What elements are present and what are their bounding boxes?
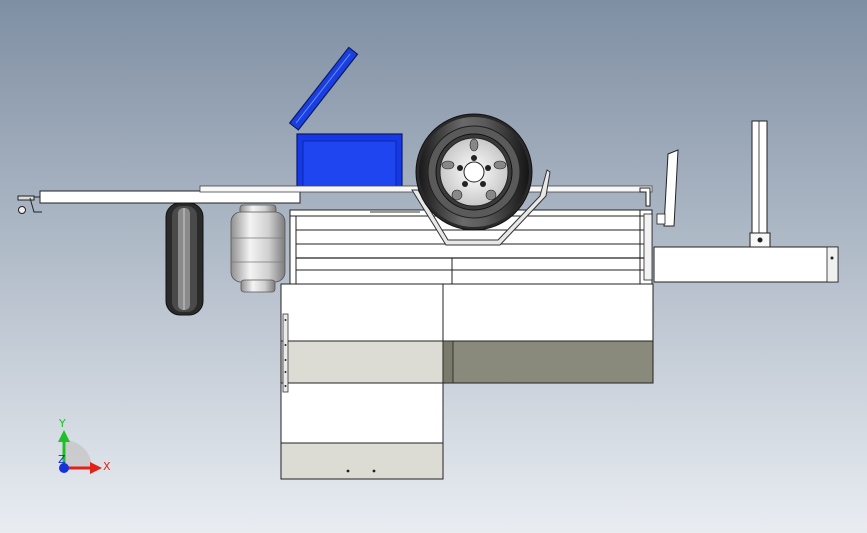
orientation-triad[interactable]: Y Z X — [58, 417, 111, 474]
z-axis-dot-icon — [59, 463, 69, 473]
x-axis-arrow-icon — [90, 462, 102, 474]
drawbar[interactable] — [17, 190, 301, 214]
toolbox-lid[interactable] — [288, 46, 359, 131]
rear-light-bar[interactable] — [656, 149, 679, 227]
panel-upper-right — [442, 283, 654, 342]
triad-xz-arc — [64, 440, 92, 468]
rear-jack-stand[interactable] — [653, 120, 839, 283]
panel-mid-right — [442, 340, 654, 384]
triad-x-label: X — [103, 460, 111, 473]
coupling-ball-icon — [18, 206, 26, 214]
triad-z-label: Z — [58, 453, 66, 466]
panel-upper-left — [280, 283, 444, 342]
panel-mid-left — [280, 340, 444, 384]
coupling-icon — [17, 195, 35, 201]
wheel-lug-nuts-icon — [457, 155, 491, 187]
gas-bottle[interactable] — [230, 204, 286, 293]
y-axis-arrow-icon — [58, 430, 70, 442]
lower-body[interactable] — [280, 283, 654, 480]
triad-y-label: Y — [58, 417, 66, 430]
drawbar-beam — [39, 190, 301, 204]
panel-bottom-left — [280, 442, 444, 480]
panel-lower-left — [280, 382, 444, 444]
toolbox[interactable] — [288, 46, 403, 192]
road-wheel-left[interactable] — [165, 202, 204, 316]
spare-wheel[interactable] — [411, 113, 551, 246]
hinge-strip — [282, 313, 289, 393]
tie-down-bracket — [639, 187, 651, 207]
